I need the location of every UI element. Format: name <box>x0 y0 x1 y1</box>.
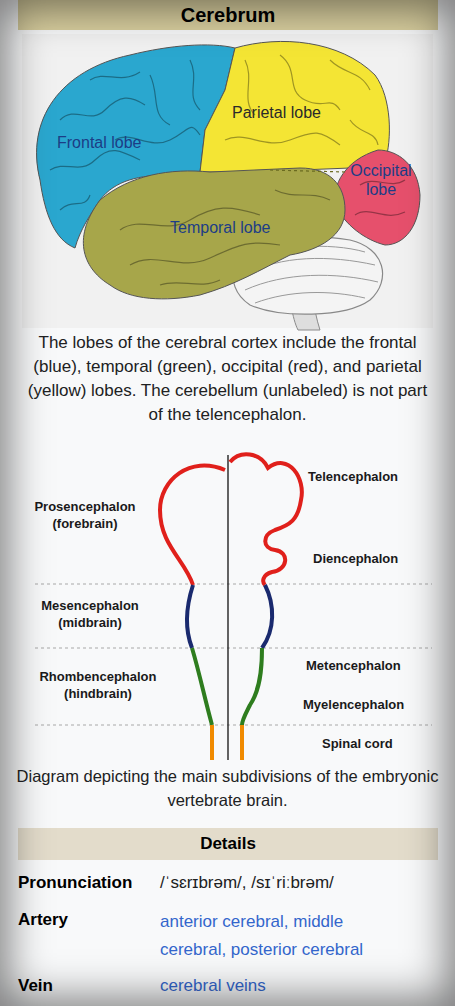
cerebellum-fold <box>255 293 365 303</box>
occipital-lobe <box>335 150 420 245</box>
spinal-cord-wall <box>210 725 214 760</box>
midbrain-wall <box>187 585 193 648</box>
section-heading: Details <box>200 834 256 854</box>
temporal-lobe <box>83 168 345 299</box>
region-label: Spinal cord <box>322 735 442 752</box>
image-frame <box>22 34 433 328</box>
section-band: Details <box>18 828 438 860</box>
gyrus <box>275 190 330 200</box>
row-header: Vein <box>18 974 158 998</box>
gyrus <box>330 60 370 90</box>
midline <box>227 455 228 760</box>
gyrus <box>90 72 140 80</box>
divider-line <box>35 725 432 726</box>
divider-line <box>35 648 432 649</box>
cerebellum-fold <box>245 275 378 290</box>
gyrus <box>150 75 170 125</box>
lobe-label: Occipital lobe <box>341 161 421 199</box>
figure-caption: Diagram depicting the main subdivisions … <box>12 764 443 812</box>
gyrus <box>280 55 340 110</box>
hindbrain-wall <box>192 648 212 725</box>
image-caption: The lobes of the cerebral cortex include… <box>20 331 435 427</box>
lobe-label: Parietal lobe <box>232 103 352 123</box>
spinal-cord-wall <box>240 725 244 760</box>
midbrain-wall <box>262 585 272 648</box>
parietal-lobe <box>200 41 389 172</box>
divider-line <box>35 584 432 585</box>
lobe-label: Temporal lobe <box>170 218 300 238</box>
region-label: Telencephalon <box>308 468 438 485</box>
region-label: Prosencephalon (forebrain) <box>26 498 144 532</box>
gyrus <box>60 195 90 210</box>
hindbrain-wall <box>242 648 262 725</box>
forebrain-wall <box>230 454 302 585</box>
gyrus <box>60 98 145 120</box>
row-header: Artery <box>18 908 158 932</box>
gyrus <box>190 60 200 110</box>
row-header: Pronunciation <box>18 871 158 895</box>
region-label: Rhombencephalon (hindbrain) <box>28 668 168 702</box>
lobe-label: Frontal lobe <box>57 133 167 153</box>
lobe-boundary <box>270 170 345 172</box>
table-cell: /ˈsɛrɪbrəm/, /sɪˈriːbrəm/ <box>160 871 445 895</box>
gyrus <box>50 151 140 170</box>
table-cell: cerebral veins <box>160 974 445 998</box>
region-label: Diencephalon <box>313 550 443 567</box>
gyrus <box>160 280 220 285</box>
forebrain-wall <box>160 466 225 585</box>
title-band <box>18 0 438 30</box>
region-label: Mesencephalon (midbrain) <box>28 597 152 631</box>
region-label: Myelencephalon <box>303 696 443 713</box>
gyrus <box>130 243 280 265</box>
gyrus <box>350 120 378 145</box>
gyrus <box>225 133 340 145</box>
gyrus <box>355 212 405 216</box>
region-label: Metencephalon <box>306 657 436 674</box>
infobox-title: Cerebrum <box>18 0 438 30</box>
table-cell: anterior cerebral, middle cerebral, post… <box>160 908 412 964</box>
